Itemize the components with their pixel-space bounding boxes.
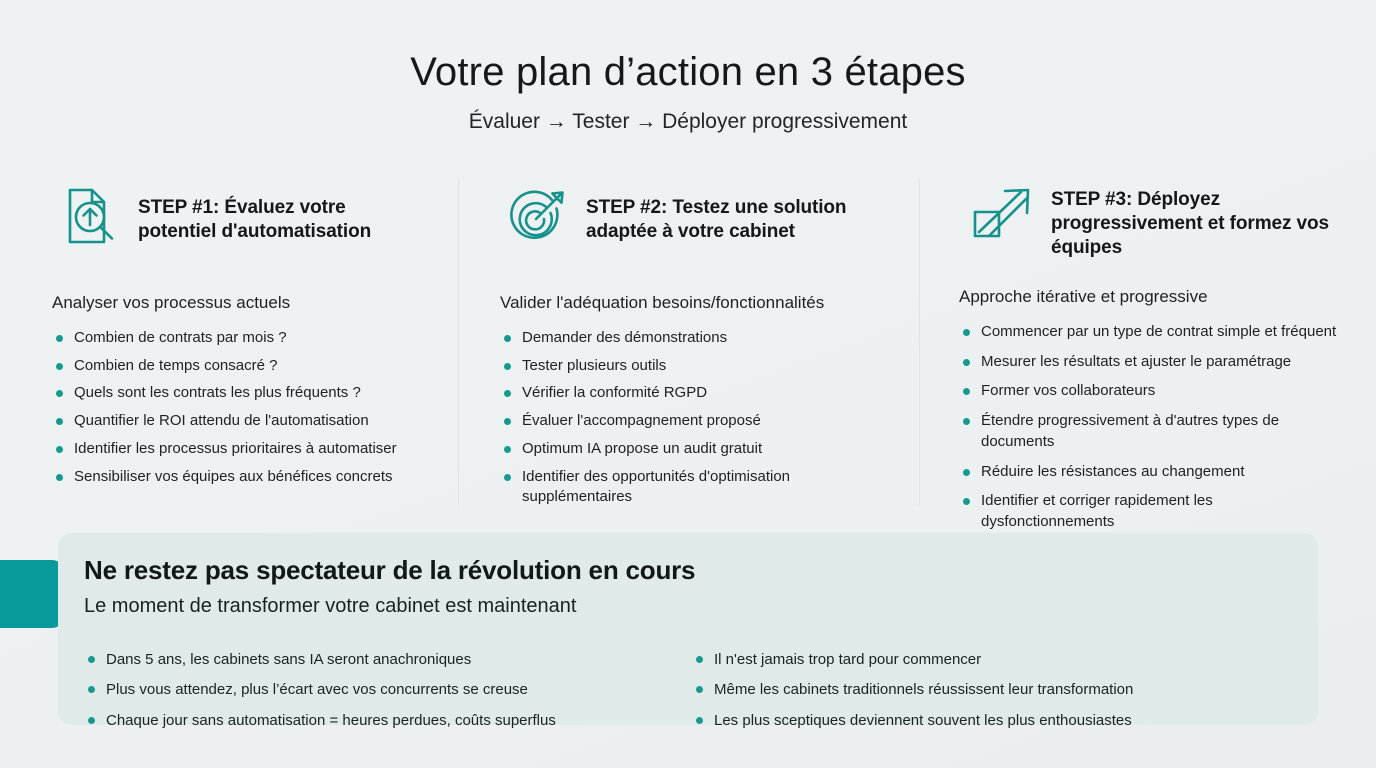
callout-right-bullet-list: Il n'est jamais trop tard pour commencer… — [692, 650, 1278, 732]
step-2-subhead: Valider l'adéquation besoins/fonctionnal… — [500, 293, 825, 312]
list-item: Former vos collaborateurs — [959, 381, 1340, 402]
callout-panel: Ne restez pas spectateur de la révolutio… — [58, 533, 1318, 729]
callout-subtitle: Le moment de transformer votre cabinet e… — [84, 594, 577, 617]
step-card-2: STEP #2: Testez une solution adaptée à v… — [458, 178, 919, 508]
list-item: Même les cabinets traditionnels réussiss… — [692, 680, 1278, 701]
callout-title: Ne restez pas spectateur de la révolutio… — [84, 555, 696, 585]
list-item: Plus vous attendez, plus l’écart avec vo… — [84, 680, 670, 701]
page-title: Votre plan d’action en 3 étapes — [410, 50, 966, 94]
list-item: Tester plusieurs outils — [500, 356, 893, 377]
list-item: Combien de temps consacré ? — [52, 356, 428, 377]
list-item: Commencer par un type de contrat simple … — [959, 322, 1340, 343]
page-subtitle: Évaluer → Tester → Déployer progressivem… — [468, 109, 908, 133]
list-item: Combien de contrats par mois ? — [52, 328, 428, 349]
list-item: Sensibiliser vos équipes aux bénéfices c… — [52, 467, 428, 488]
callout-right-column: Il n'est jamais trop tard pour commencer… — [670, 636, 1278, 742]
list-item: Identifier et corriger rapidement les dy… — [959, 491, 1340, 532]
step-3-subhead: Approche itérative et progressive — [959, 287, 1208, 306]
document-magnifier-icon — [52, 180, 124, 252]
list-item: Étendre progressivement à d'autres types… — [959, 411, 1340, 452]
step-2-bullet-list: Demander des démonstrations Tester plusi… — [500, 328, 893, 508]
step-1-bullet-list: Combien de contrats par mois ? Combien d… — [52, 328, 428, 487]
list-item: Chaque jour sans automatisation = heures… — [84, 711, 670, 732]
step-1-subhead: Analyser vos processus actuels — [52, 293, 291, 312]
callout-lists: Dans 5 ans, les cabinets sans IA seront … — [84, 636, 1278, 742]
callout-left-bullet-list: Dans 5 ans, les cabinets sans IA seront … — [84, 650, 670, 732]
list-item: Évaluer l'accompagnement proposé — [500, 411, 893, 432]
list-item: Identifier les processus prioritaires à … — [52, 439, 428, 460]
step-1-title: STEP #1: Évaluez votre potentiel d'autom… — [138, 197, 372, 243]
list-item: Il n'est jamais trop tard pour commencer — [692, 650, 1278, 671]
steps-columns: STEP #1: Évaluez votre potentiel d'autom… — [0, 178, 1376, 530]
list-item: Les plus sceptiques deviennent souvent l… — [692, 711, 1278, 732]
list-item: Quantifier le ROI attendu de l'automatis… — [52, 411, 428, 432]
list-item: Identifier des opportunités d'optimisati… — [500, 467, 893, 508]
slide-header: Votre plan d’action en 3 étapes Évaluer … — [0, 50, 1376, 134]
column-divider-2 — [919, 178, 920, 505]
list-item: Quels sont les contrats les plus fréquen… — [52, 383, 428, 404]
column-divider-1 — [458, 178, 459, 505]
step-2-header: STEP #2: Testez une solution adaptée à v… — [500, 182, 893, 268]
list-item: Dans 5 ans, les cabinets sans IA seront … — [84, 650, 670, 671]
step-3-header: STEP #3: Déployez progressivement et for… — [959, 182, 1340, 268]
step-card-3: STEP #3: Déployez progressivement et for… — [919, 178, 1376, 530]
list-item: Vérifier la conformité RGPD — [500, 383, 893, 404]
step-1-header: STEP #1: Évaluez votre potentiel d'autom… — [52, 182, 428, 268]
list-item: Réduire les résistances au changement — [959, 462, 1340, 483]
step-3-title: STEP #3: Déployez progressivement et for… — [1051, 189, 1329, 259]
list-item: Mesurer les résultats et ajuster le para… — [959, 352, 1340, 373]
target-arrow-icon — [500, 180, 572, 252]
callout-left-column: Dans 5 ans, les cabinets sans IA seront … — [84, 636, 670, 742]
list-item: Optimum IA propose un audit gratuit — [500, 439, 893, 460]
list-item: Demander des démonstrations — [500, 328, 893, 349]
step-3-bullet-list: Commencer par un type de contrat simple … — [959, 322, 1340, 533]
step-card-1: STEP #1: Évaluez votre potentiel d'autom… — [0, 178, 458, 508]
callout-accent-tab — [0, 560, 64, 628]
step-2-title: STEP #2: Testez une solution adaptée à v… — [586, 197, 847, 243]
growth-arrow-icon — [965, 180, 1037, 252]
